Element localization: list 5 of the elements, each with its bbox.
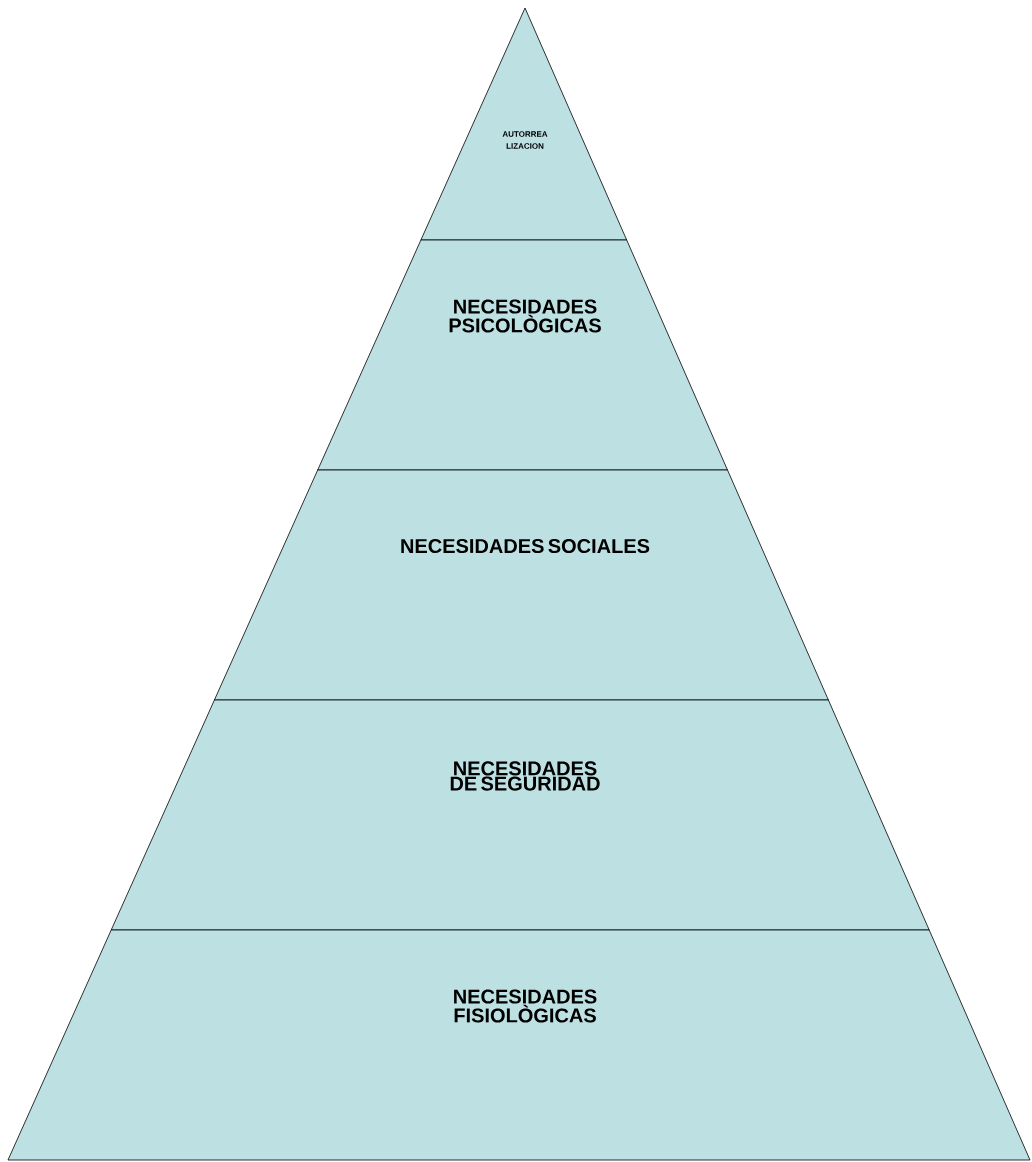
pyramid-level: NECESIDADES PSICOLÒGICAS: [317, 239, 728, 471]
pyramid-apex: AUTORREA LIZACION: [420, 7, 628, 241]
pyramid-level: NECESIDADES SOCIALES: [214, 469, 829, 701]
pyramid-level: NECESIDADES DE SEGURIDAD: [110, 699, 930, 931]
pyramid-level: NECESIDADES FISIOLÒGICAS: [7, 929, 1031, 1161]
